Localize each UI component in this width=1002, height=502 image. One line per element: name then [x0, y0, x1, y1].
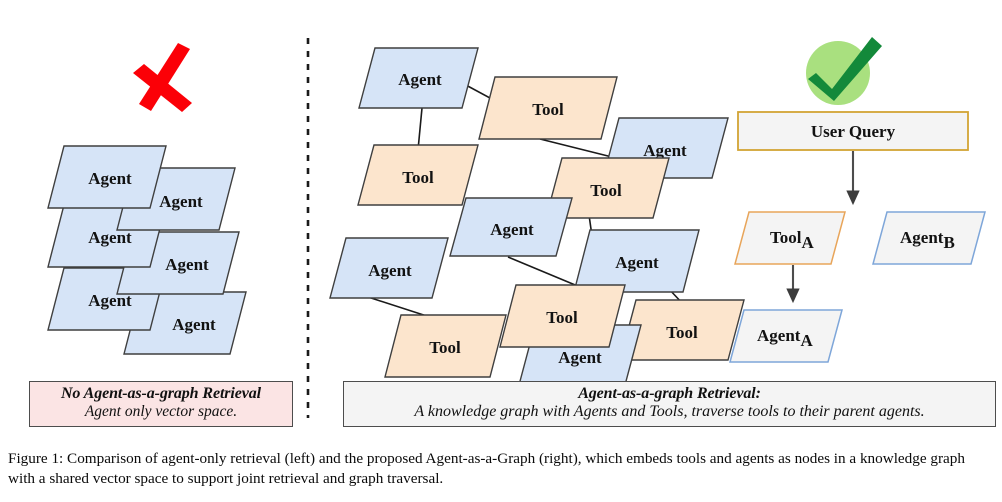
graph-node-label-agent-5: Agent — [368, 261, 412, 280]
graph-node-label-agent-4: Agent — [615, 253, 659, 272]
graph-node-label-tool-1: Tool — [532, 100, 564, 119]
edge-tool1-agent2 — [539, 138, 617, 159]
result-node-label-tool-a: ToolA — [770, 228, 815, 252]
right-panel: User Query ToolA AgentB AgentA — [729, 37, 986, 363]
left-panel: Agent Agent Agent Agent Agent — [47, 43, 247, 355]
figure-caption: Figure 1: Comparison of agent-only retri… — [8, 450, 965, 487]
graph-node-label-tool-2: Tool — [402, 168, 434, 187]
graph-node-label-agent-6: Agent — [558, 348, 602, 367]
left-agent-label-5: Agent — [88, 291, 132, 310]
left-caption-title: No Agent-as-a-graph Retrieval — [60, 385, 262, 402]
graph-node-agent-1[interactable]: Agent — [358, 47, 479, 109]
graph-node-label-agent-2: Agent — [643, 141, 687, 160]
left-agent-label-3: Agent — [88, 228, 132, 247]
user-query-box[interactable]: User Query — [737, 111, 969, 151]
result-node-tool-a[interactable]: ToolA — [734, 211, 846, 265]
graph-node-agent-5[interactable]: Agent — [329, 237, 449, 299]
graph-node-agent-3[interactable]: Agent — [449, 197, 573, 257]
graph-node-label-tool-3: Tool — [590, 181, 622, 200]
graph-node-agent-4[interactable]: Agent — [573, 229, 700, 293]
green-check-mark-icon — [806, 37, 882, 105]
user-query-label: User Query — [811, 122, 896, 141]
left-caption-subtitle: Agent only vector space. — [84, 402, 238, 420]
left-caption-box: No Agent-as-a-graph Retrieval Agent only… — [29, 381, 293, 427]
left-agent-label-1: Agent — [88, 169, 132, 188]
figure-canvas: Agent Agent Agent Agent Agent — [47, 37, 986, 418]
graph-node-label-tool-4: Tool — [546, 308, 578, 327]
edge-agent1-tool2 — [417, 107, 423, 151]
graph-node-label-tool-5: Tool — [429, 338, 461, 357]
agent-stack: Agent Agent Agent Agent Agent — [47, 145, 247, 355]
red-x-mark — [133, 43, 192, 112]
right-caption-box: Agent-as-a-graph Retrieval: A knowledge … — [343, 381, 996, 427]
middle-panel-graph: Agent Tool Tool Agent Tool Agent — [329, 47, 745, 386]
edge-agent3-tool4 — [507, 256, 581, 288]
graph-node-label-agent-3: Agent — [490, 220, 534, 239]
graph-node-tool-3[interactable]: Tool — [545, 157, 670, 219]
result-node-label-agent-a: AgentA — [757, 326, 813, 350]
result-node-agent-a[interactable]: AgentA — [729, 309, 843, 363]
graph-node-tool-2[interactable]: Tool — [357, 144, 479, 206]
right-caption-subtitle: A knowledge graph with Agents and Tools,… — [414, 402, 925, 420]
right-caption-title: Agent-as-a-graph Retrieval: — [578, 385, 761, 402]
result-node-label-agent-b: AgentB — [900, 228, 955, 252]
left-agent-label-6: Agent — [172, 315, 216, 334]
result-node-agent-b[interactable]: AgentB — [872, 211, 986, 265]
left-agent-label-4: Agent — [165, 255, 209, 274]
graph-node-tool-4[interactable]: Tool — [499, 284, 626, 348]
left-agent-label-2: Agent — [159, 192, 203, 211]
left-agent-node-1[interactable]: Agent — [47, 145, 167, 209]
graph-node-label-tool-6: Tool — [666, 323, 698, 342]
graph-node-label-agent-1: Agent — [398, 70, 442, 89]
graph-node-tool-6[interactable]: Tool — [619, 299, 745, 361]
graph-node-tool-5[interactable]: Tool — [384, 314, 507, 378]
graph-node-tool-1[interactable]: Tool — [478, 76, 618, 140]
